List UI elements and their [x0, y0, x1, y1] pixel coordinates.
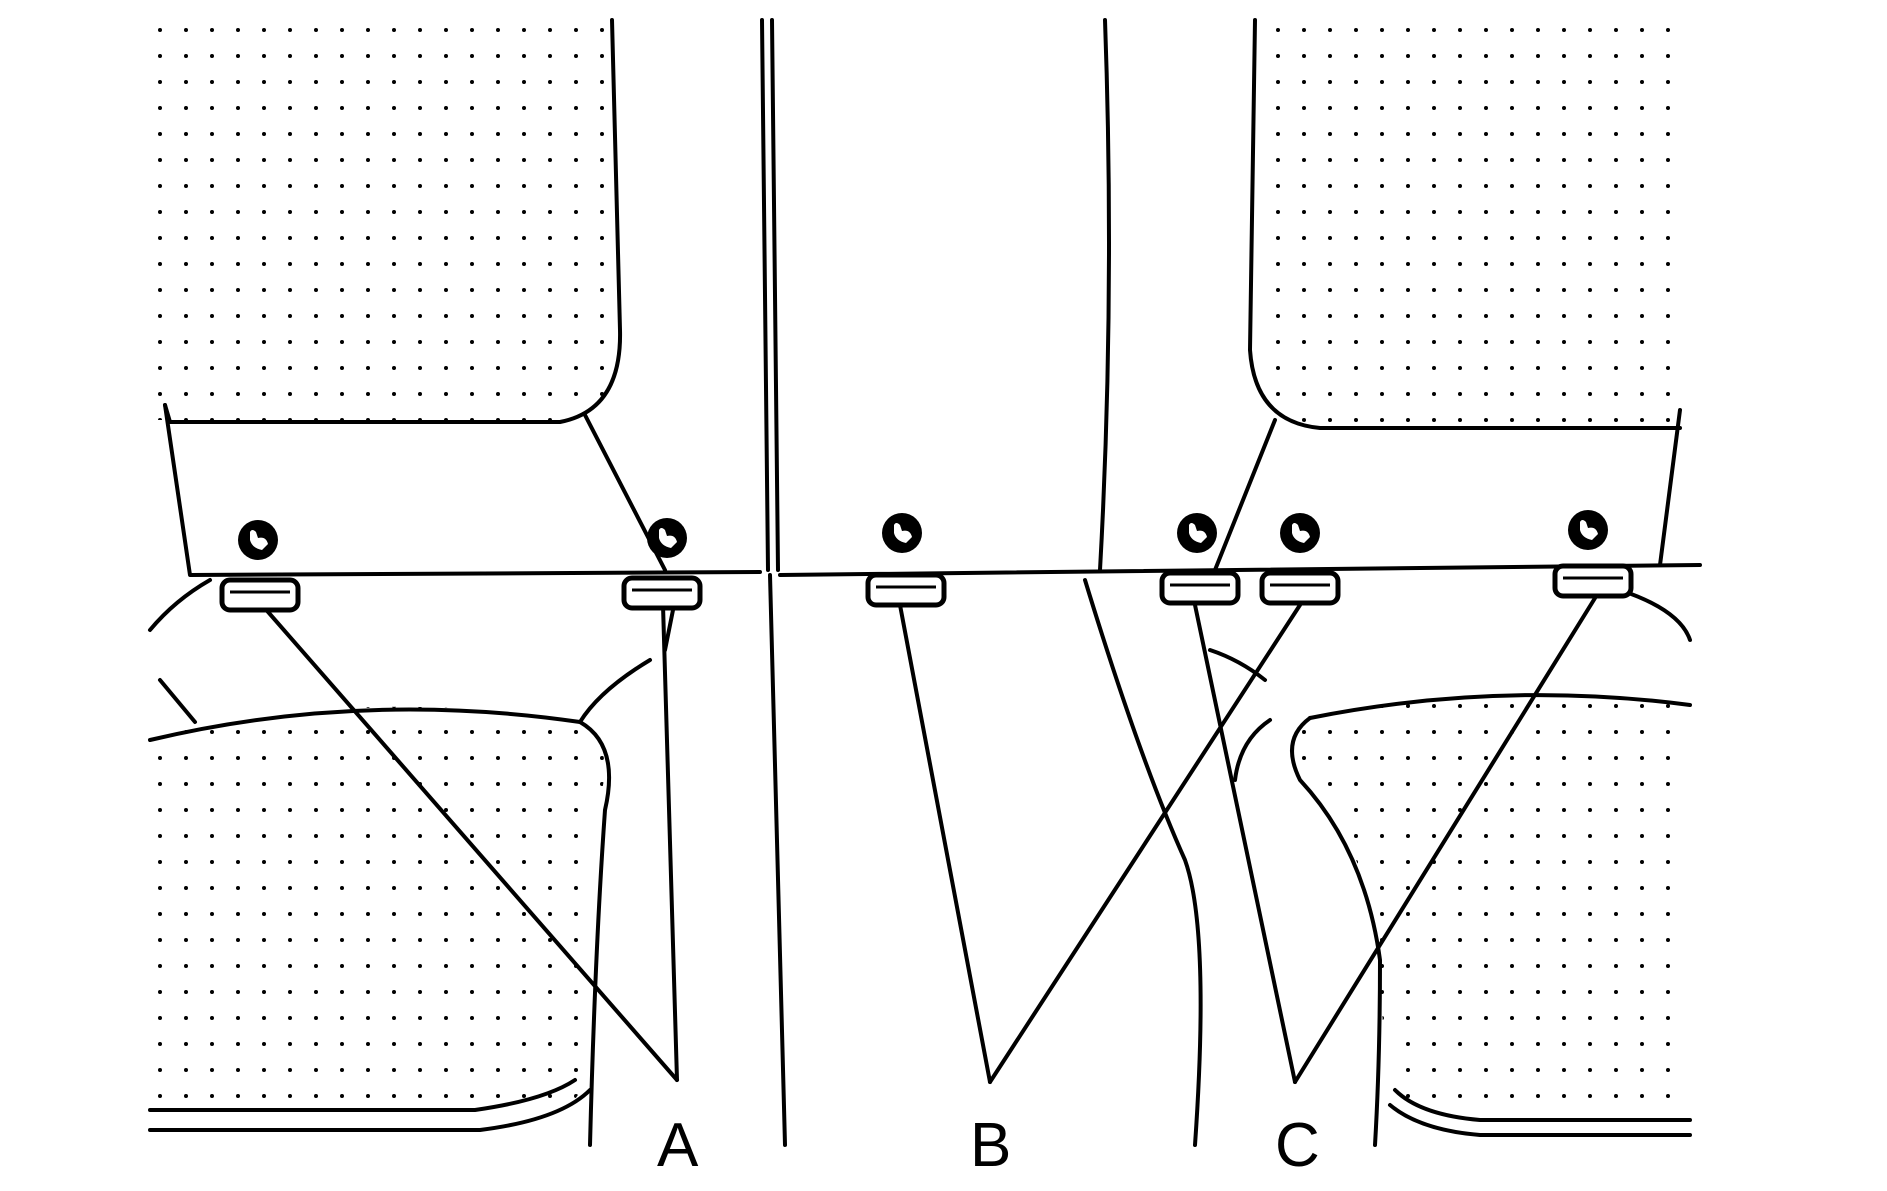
anchor-b-right: [1259, 513, 1341, 606]
anchor-a-right: [621, 518, 703, 611]
child-seat-symbol-icon: [882, 513, 922, 553]
child-seat-symbol-icon: [1568, 510, 1608, 550]
child-seat-symbol-icon: [238, 520, 278, 560]
left-seatback: [150, 18, 762, 577]
anchor-c-right: [1552, 510, 1634, 599]
callout-label-b: B: [970, 1111, 1012, 1180]
callout-leaders: [260, 588, 1602, 1084]
anchor-c-left: [1159, 513, 1241, 606]
right-seat-cushion: [1208, 588, 1692, 1147]
left-seat-cushion: [148, 578, 677, 1147]
child-seat-symbol-icon: [647, 518, 687, 558]
center-divider: [760, 18, 787, 1147]
callout-label-c: C: [1275, 1111, 1320, 1180]
right-seatback: [1213, 18, 1682, 572]
callout-label-a: A: [657, 1111, 699, 1180]
child-seat-symbol-icon: [1177, 513, 1217, 553]
child-seat-symbol-icon: [1280, 513, 1320, 553]
anchor-a-left: [219, 520, 301, 613]
anchors: [219, 510, 1634, 613]
anchor-b-left: [865, 513, 947, 608]
